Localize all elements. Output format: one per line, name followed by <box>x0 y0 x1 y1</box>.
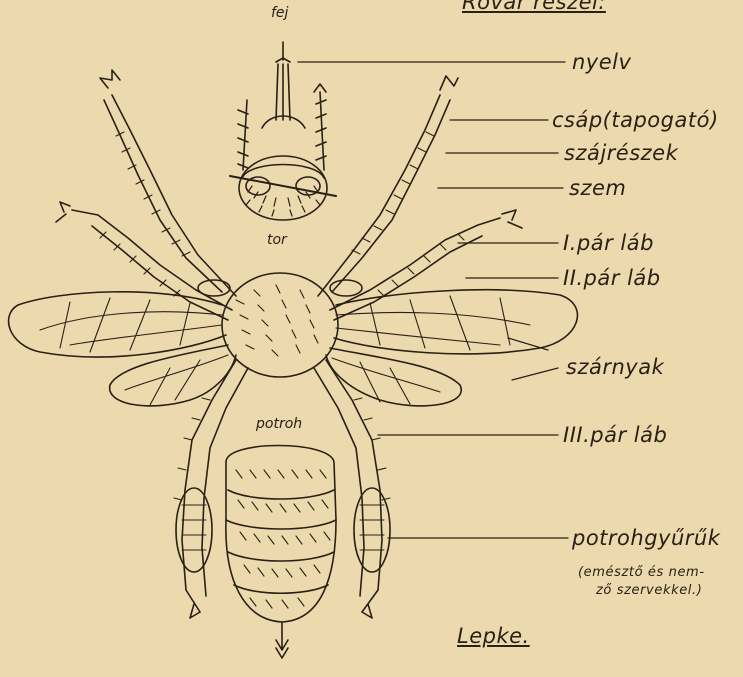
head-label: fej <box>271 6 288 20</box>
diagram-title: Rovar részei: <box>462 0 606 13</box>
diagram-caption: Lepke. <box>457 626 530 647</box>
abdomen-rings-note-line-1: (emésztő és nem- <box>578 566 705 579</box>
mouthparts-label: szájrészek <box>564 143 678 164</box>
leg-pair-2-label: II.pár láb <box>563 268 661 289</box>
leg-pair-1-label: I.pár láb <box>563 233 654 254</box>
leg-pair-3-label: III.pár láb <box>563 425 667 446</box>
abdomen-rings-note-line-2: ző szervekkel.) <box>596 584 702 597</box>
antenna-label: csáp(tapogató) <box>552 110 719 131</box>
thorax-label: tor <box>267 233 287 247</box>
abdomen-label: potroh <box>256 417 302 431</box>
wings-drawing <box>9 290 578 406</box>
eye-label: szem <box>569 178 626 199</box>
head-drawing <box>230 42 336 220</box>
abdomen-drawing <box>226 446 336 659</box>
legs-drawing <box>56 70 522 618</box>
wings-label: szárnyak <box>566 357 664 378</box>
thorax-drawing <box>198 273 362 377</box>
abdomen-rings-label: potrohgyűrűk <box>572 528 720 549</box>
tongue-label: nyelv <box>572 52 631 73</box>
leader-lines <box>298 62 568 538</box>
